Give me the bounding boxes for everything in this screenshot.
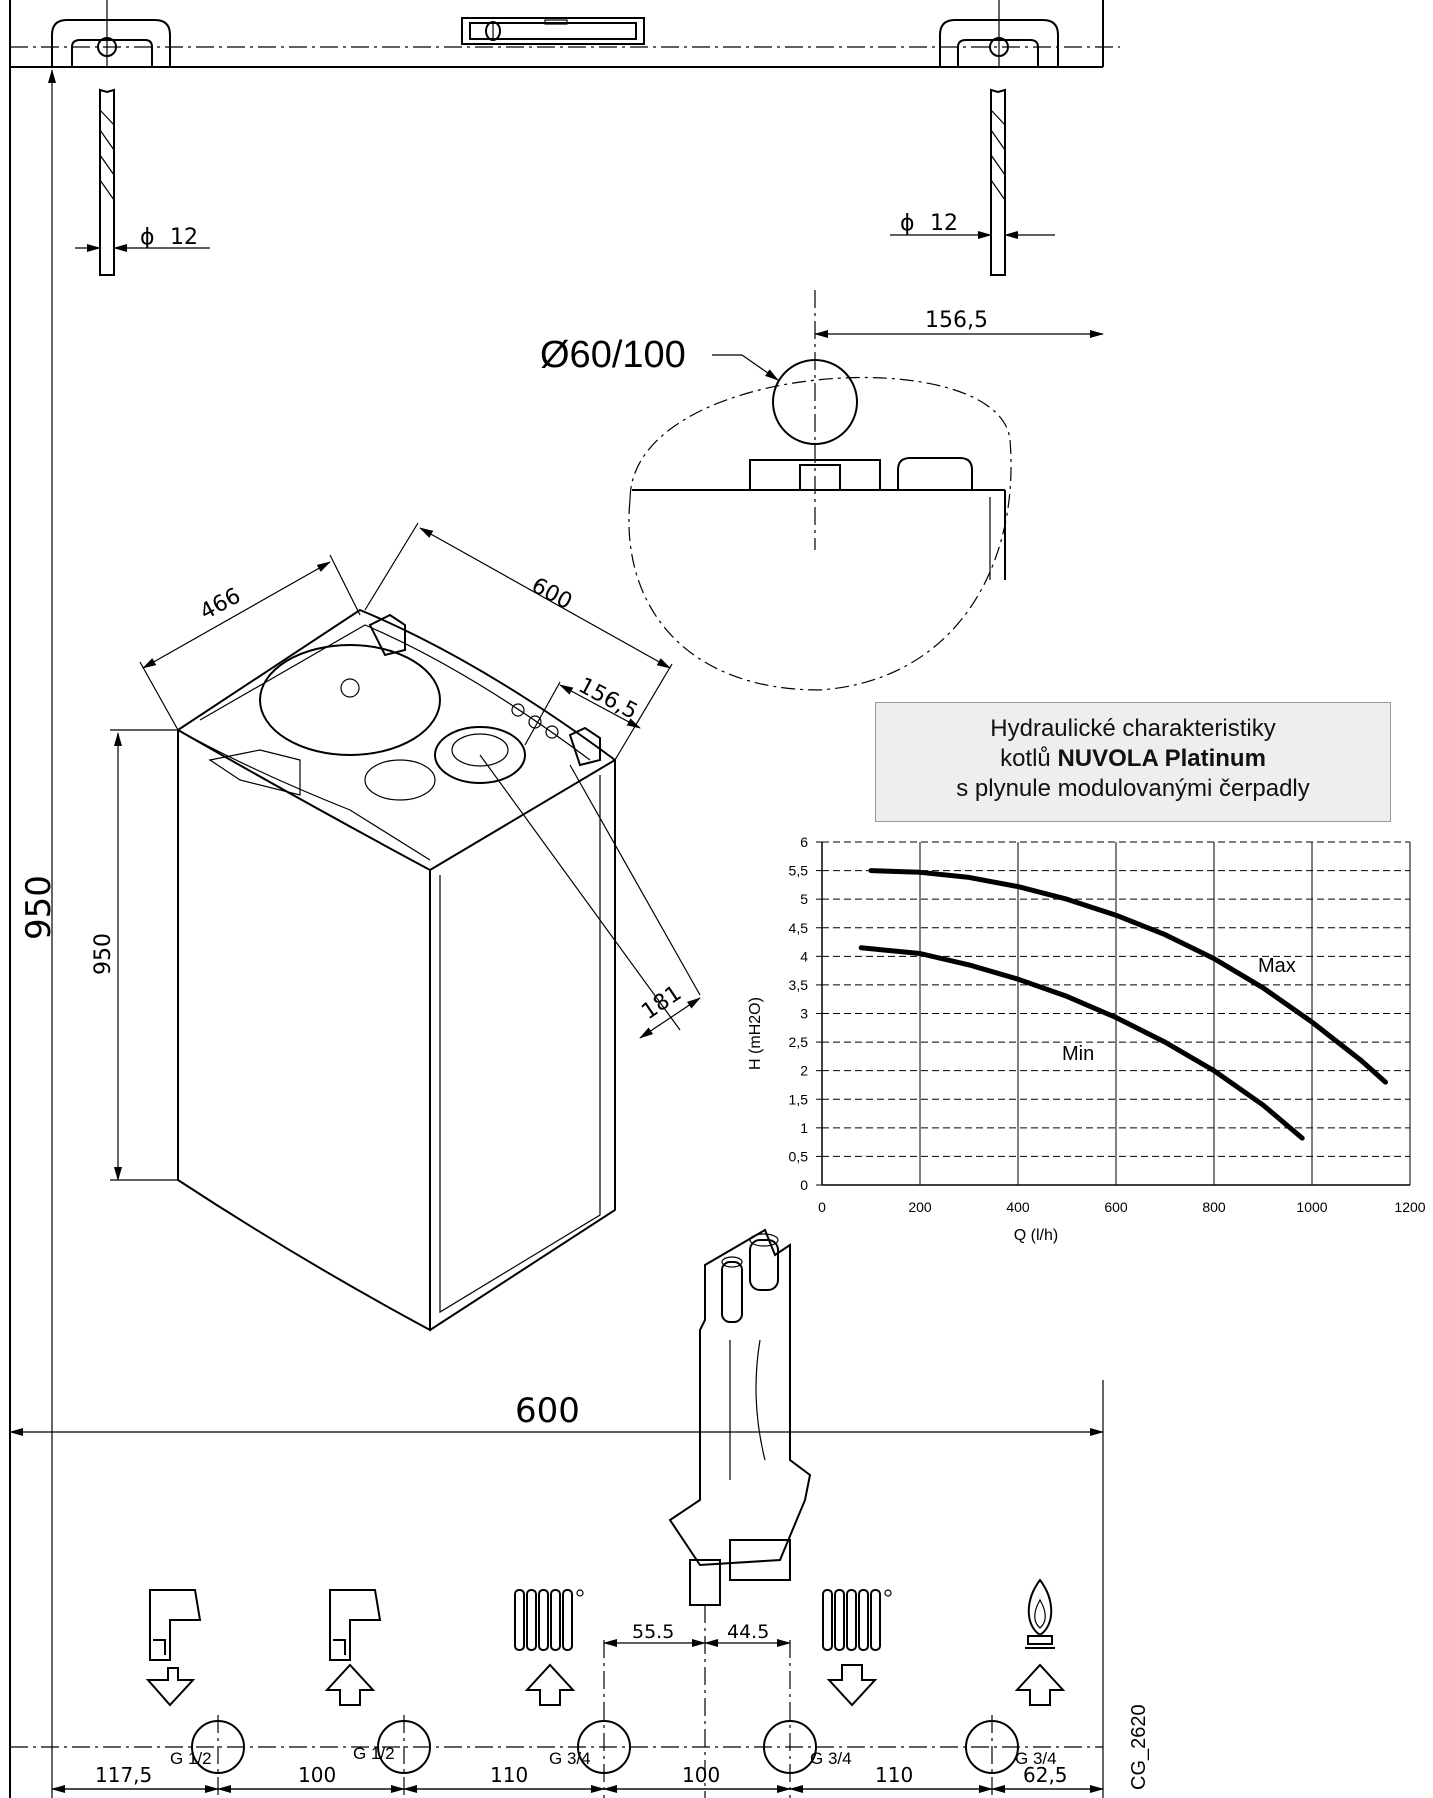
offset-right-value: 44.5 (727, 1621, 769, 1643)
connection-4-size: G 3/4 (810, 1749, 852, 1768)
bottom-dim-4: 100 (682, 1763, 720, 1787)
y-tick-label: 2 (800, 1063, 808, 1079)
boiler-width-value: 600 (527, 573, 576, 615)
tap-out-icon (145, 1589, 202, 1707)
x-tick-label: 200 (908, 1199, 932, 1215)
x-tick-label: 1000 (1296, 1199, 1327, 1215)
x-tick-label: 0 (818, 1199, 826, 1215)
x-tick-label: 400 (1006, 1199, 1030, 1215)
boiler-depth-value: 466 (196, 584, 245, 626)
chart-title-line3: s plynule modulovanými čerpadly (956, 775, 1310, 802)
y-tick-label: 1,5 (789, 1091, 809, 1107)
connection-1-size: G 1/2 (170, 1749, 212, 1768)
series-label-max: Max (1258, 955, 1296, 977)
bottom-dim-6: 62,5 (1023, 1763, 1068, 1787)
overall-width-value: 600 (515, 1391, 580, 1431)
x-tick-label: 800 (1202, 1199, 1226, 1215)
drill-bit-left-icon (99, 88, 115, 276)
offset-left-value: 55.5 (632, 1621, 674, 1643)
series-line-min (858, 945, 1305, 1141)
y-tick-label: 4,5 (789, 920, 809, 936)
chart-title-box: Hydraulické charakteristiky kotlů NUVOLA… (875, 702, 1391, 822)
flue-offset-top: 156,5 (925, 308, 988, 333)
x-tick-label: 1200 (1394, 1199, 1425, 1215)
y-tick-label: 0 (800, 1177, 808, 1193)
series-label-min: Min (1062, 1043, 1094, 1065)
y-tick-label: 5,5 (789, 863, 809, 879)
bottom-dimension-chain: 117,5 100 110 100 110 62,5 (51, 1763, 1104, 1793)
bottom-dim-2: 100 (298, 1763, 336, 1787)
chart-title-line2: kotlů NUVOLA Platinum (876, 744, 1390, 774)
bottom-dim-5: 110 (875, 1763, 913, 1787)
hydraulic-chart: 0 0,5 1 1,5 2 2,5 3 3,5 4 4,5 5 5,5 6 0 200 400 600 800 10… (747, 834, 1426, 1244)
drill-bit-right-icon (990, 88, 1006, 276)
connection-offset-dimensions: 55.5 44.5 (603, 1621, 791, 1647)
bottom-dim-3: 110 (490, 1763, 528, 1787)
drill-diameter-left: ϕ 12 (75, 225, 210, 252)
boiler-height-value: 950 (91, 933, 116, 975)
drill-left-value: 12 (170, 225, 198, 250)
phi-symbol: ϕ (140, 225, 155, 250)
phi-symbol: ϕ (900, 211, 915, 236)
drawing-code: CG_2620 (1128, 1704, 1150, 1790)
chart-title-line2-bold: NUVOLA Platinum (1057, 745, 1266, 772)
radiator-return-icon (514, 1589, 584, 1706)
gas-flame-icon (1014, 1578, 1066, 1706)
x-axis-label: Q (l/h) (1014, 1227, 1058, 1244)
bottom-dim-1: 117,5 (95, 1763, 152, 1787)
y-tick-label: 5 (800, 891, 808, 907)
flue-detail: 156,5 Ø60/100 (540, 290, 1104, 691)
y-tick-label: 6 (800, 834, 808, 850)
boiler-isometric-drawing (177, 608, 616, 1332)
tap-in-icon (324, 1589, 382, 1706)
y-tick-label: 2,5 (789, 1034, 809, 1050)
y-tick-label: 1 (800, 1120, 808, 1136)
y-axis-label: H (mH2O) (747, 997, 764, 1070)
y-tick-label: 3,5 (789, 977, 809, 993)
boiler-flue-offset-value: 156,5 (574, 673, 641, 725)
chart-title-line1: Hydraulické charakteristiky (990, 715, 1276, 742)
connection-2-size: G 1/2 (353, 1744, 395, 1763)
connection-points: G 1/2 G 1/2 G 3/4 G 3/4 G 3/4 (10, 1640, 1103, 1798)
drill-diameter-right: ϕ 12 (890, 211, 1055, 239)
overall-width-dimension: 600 (9, 1380, 1104, 1798)
overall-height-value: 950 (19, 875, 59, 940)
chart-title-line2-prefix: kotlů (1000, 745, 1058, 772)
hydraulic-group-drawing (668, 1228, 812, 1798)
y-tick-label: 4 (800, 948, 808, 964)
mounting-bracket (9, 0, 1120, 1798)
drill-right-value: 12 (930, 211, 958, 236)
flue-diameter-label: Ø60/100 (540, 334, 686, 376)
boiler-flue-depth-value: 181 (637, 981, 686, 1025)
x-tick-label: 600 (1104, 1199, 1128, 1215)
y-tick-label: 3 (800, 1006, 808, 1022)
y-tick-label: 0,5 (789, 1148, 809, 1164)
radiator-flow-icon (822, 1589, 892, 1707)
overall-height-dimension: 950 (19, 69, 59, 1798)
connection-3-size: G 3/4 (549, 1749, 591, 1768)
series-line-max (868, 868, 1388, 1085)
connection-5-size: G 3/4 (1015, 1749, 1057, 1768)
